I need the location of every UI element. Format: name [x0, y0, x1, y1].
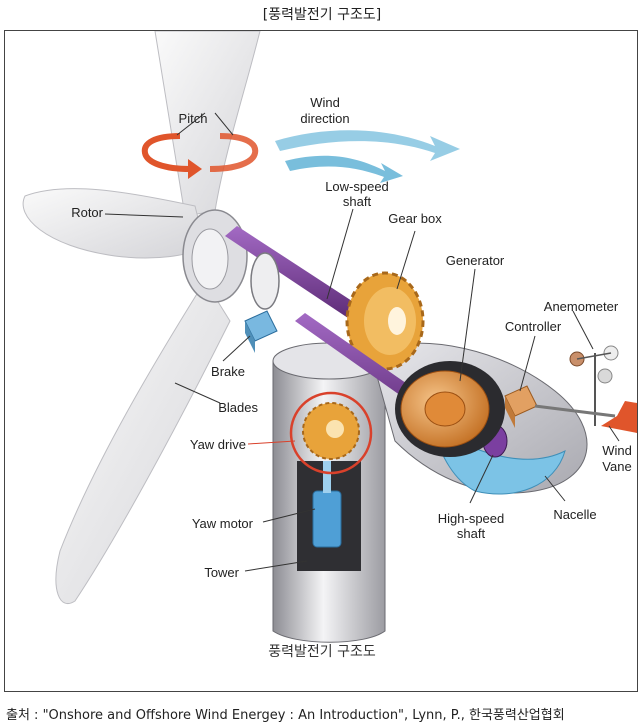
- yaw-motor-leader: [262, 508, 316, 523]
- lower-blade: [55, 280, 231, 604]
- yaw-motor: [312, 490, 342, 548]
- source-citation: 출처 : "Onshore and Offshore Wind Energey …: [6, 708, 565, 723]
- brake-disc: [250, 252, 280, 310]
- yaw-motor-shaft: [323, 461, 331, 493]
- controller-leader: [519, 335, 536, 392]
- wind-vane-leader: [608, 425, 620, 442]
- generator-leader: [459, 268, 476, 382]
- wind-vane-arm: [534, 404, 616, 418]
- label-rotor: Rotor: [71, 205, 103, 220]
- tower-leader: [244, 560, 308, 572]
- brake-leader: [222, 335, 251, 362]
- yaw-drive-highlight: [289, 391, 373, 475]
- wind-turbine-diagram: Pitch Wind direction Rotor Low-speed sha…: [22, 31, 637, 643]
- label-yaw-motor: Yaw motor: [192, 516, 254, 531]
- label-generator: Generator: [446, 253, 505, 268]
- pitch-leader-right: [214, 112, 234, 136]
- label-low-speed-shaft-2: shaft: [343, 194, 372, 209]
- pitch-arrow-right: [209, 133, 259, 172]
- label-wind-direction-1: Wind: [310, 95, 340, 110]
- page-title: [풍력발전기 구조도]: [262, 7, 382, 23]
- label-tower: Tower: [204, 565, 239, 580]
- yaw-drive-leader: [247, 440, 296, 445]
- label-wind-vane-1: Wind: [602, 443, 632, 458]
- label-low-speed-shaft-1: Low-speed: [325, 179, 389, 194]
- pitch-leader-left: [176, 112, 206, 136]
- label-brake: Brake: [211, 364, 245, 379]
- upper-blade: [154, 31, 261, 217]
- diagram-frame: Pitch Wind direction Rotor Low-speed sha…: [4, 30, 638, 692]
- label-high-speed-shaft-2: shaft: [457, 526, 486, 541]
- left-blade: [22, 188, 206, 259]
- label-wind-vane-2: Vane: [602, 459, 631, 474]
- label-yaw-drive: Yaw drive: [190, 437, 246, 452]
- rotor-hub-face: [191, 228, 229, 290]
- rotor-leader: [104, 213, 184, 218]
- wind-direction-arrow-1: [275, 130, 460, 161]
- generator: [395, 361, 505, 457]
- pitch-arrow-left-head: [188, 159, 202, 179]
- label-blades: Blades: [218, 400, 258, 415]
- label-gear-box: Gear box: [388, 211, 442, 226]
- low-speed-shaft: [225, 226, 375, 328]
- label-anemometer: Anemometer: [544, 299, 619, 314]
- label-pitch: Pitch: [179, 111, 208, 126]
- brake: [244, 310, 278, 353]
- high-speed-shaft-leader: [469, 454, 494, 504]
- yaw-drive-gear-center: [326, 420, 344, 438]
- anemometer: [569, 345, 619, 426]
- anemometer-leader: [572, 310, 594, 350]
- gear-box-leader: [396, 230, 416, 290]
- label-high-speed-shaft-1: High-speed: [438, 511, 505, 526]
- low-speed-shaft-leader: [326, 208, 354, 300]
- wind-vane: [601, 401, 637, 433]
- label-wind-direction-2: direction: [300, 111, 349, 126]
- wind-direction-arrow-2: [285, 155, 403, 183]
- blades-leader: [174, 382, 221, 404]
- label-nacelle: Nacelle: [553, 507, 596, 522]
- pitch-arrow-left: [141, 133, 191, 172]
- gear-box: [345, 271, 425, 371]
- label-controller: Controller: [505, 319, 562, 334]
- figure-caption: 풍력발전기 구조도: [268, 644, 376, 660]
- nacelle-leader: [544, 475, 566, 502]
